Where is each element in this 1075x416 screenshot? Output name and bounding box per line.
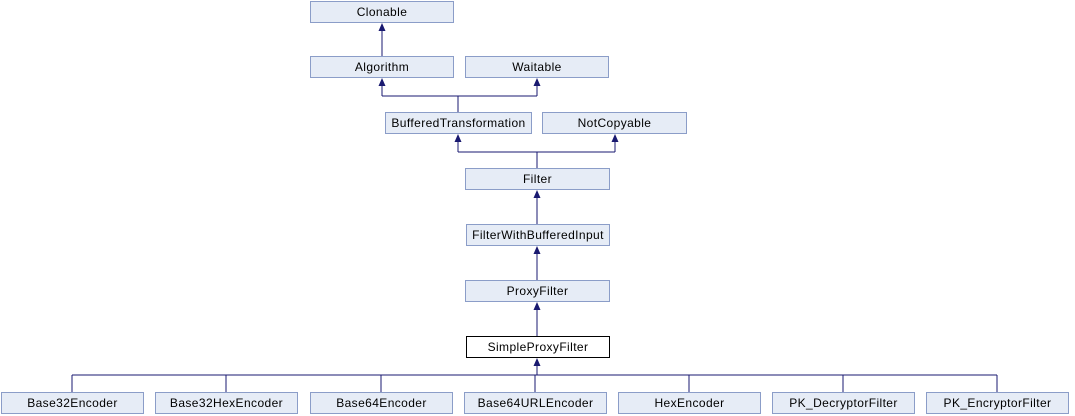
class-node-base32hexencoder[interactable]: Base32HexEncoder [155, 392, 298, 414]
class-node-pk-decryptorfilter[interactable]: PK_DecryptorFilter [772, 392, 915, 414]
class-node-algorithm[interactable]: Algorithm [310, 56, 454, 78]
class-node-clonable[interactable]: Clonable [310, 1, 454, 23]
class-node-proxyfilter[interactable]: ProxyFilter [465, 280, 610, 302]
class-node-waitable[interactable]: Waitable [465, 56, 609, 78]
class-node-base64urlencoder[interactable]: Base64URLEncoder [464, 392, 607, 414]
class-node-filter[interactable]: Filter [465, 168, 610, 190]
class-node-bufferedtransformation[interactable]: BufferedTransformation [385, 112, 532, 134]
class-node-pk-encryptorfilter[interactable]: PK_EncryptorFilter [926, 392, 1069, 414]
class-node-base64encoder[interactable]: Base64Encoder [310, 392, 453, 414]
class-node-simpleproxyfilter: SimpleProxyFilter [466, 336, 610, 358]
class-node-notcopyable[interactable]: NotCopyable [542, 112, 687, 134]
class-node-filterwithbufferedinput[interactable]: FilterWithBufferedInput [466, 224, 610, 246]
class-node-base32encoder[interactable]: Base32Encoder [1, 392, 144, 414]
class-node-hexencoder[interactable]: HexEncoder [618, 392, 761, 414]
